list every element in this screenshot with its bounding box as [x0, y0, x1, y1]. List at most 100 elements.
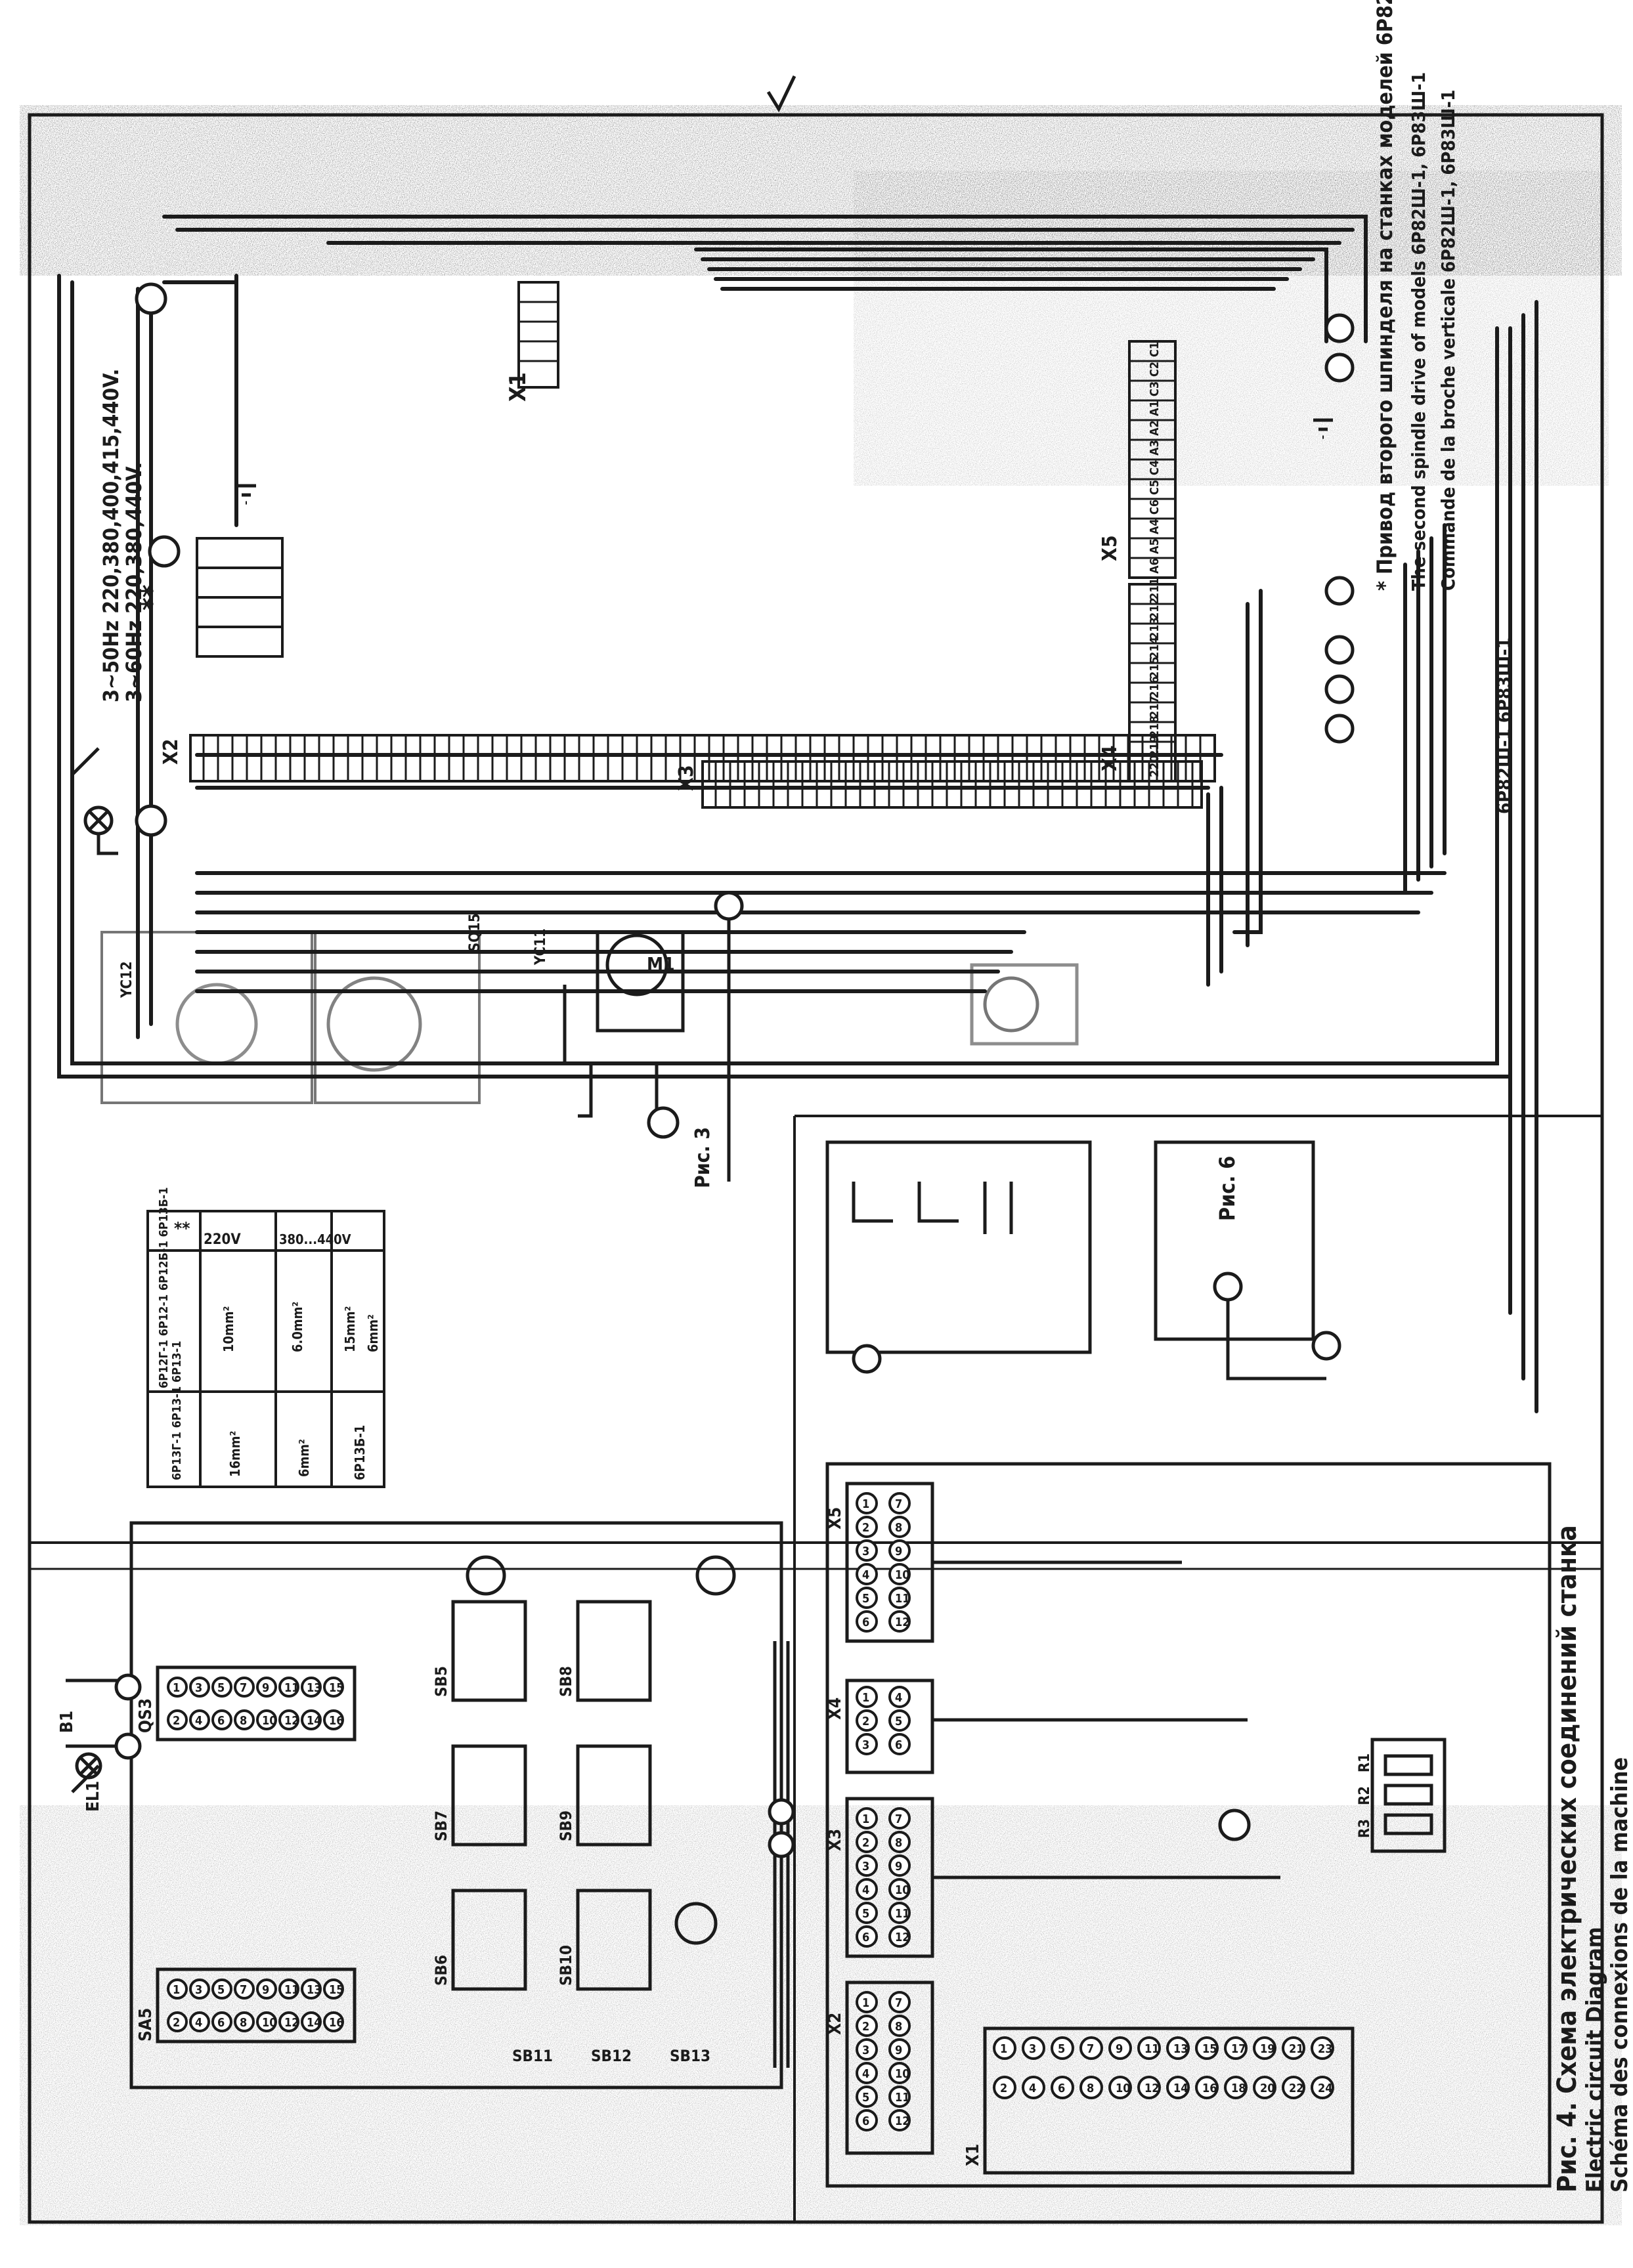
x3-terminal-circle — [888, 1902, 911, 1924]
x5-cell-label: A4 — [1148, 519, 1162, 534]
x3-terminal-circle — [856, 1831, 878, 1853]
qs3-terminal-number: 8 — [240, 1714, 247, 1728]
x3-terminal-circle — [888, 1925, 911, 1948]
x5-terminal-circle — [888, 1539, 911, 1562]
button-sb11-label: SB11 — [512, 2047, 553, 2065]
switch-qs3-label: QS3 — [136, 1698, 156, 1733]
x5-terminal-circle-number: 10 — [895, 1568, 910, 1582]
sa5-terminal-number: 12 — [284, 2016, 299, 2030]
x2-terminal-circle — [856, 2062, 878, 2084]
x1-terminal-circle-number: 10 — [1116, 2082, 1131, 2095]
x5-cell-label: C3 — [1148, 381, 1162, 396]
sa5-terminal-number: 13 — [307, 1983, 322, 1997]
note-models: 6P82Ш-1 6P83Ш-1 — [1493, 637, 1515, 814]
x3-terminal-circle — [856, 1925, 878, 1948]
sa5-terminal-number: 14 — [307, 2016, 322, 2030]
caption-title: Рис. 4. Схема электрических соединений с… — [1552, 1525, 1582, 2193]
sa5-terminal — [301, 2011, 322, 2032]
valve-yc11-label: YC11 — [533, 928, 549, 966]
x5-cell-label: A5 — [1148, 538, 1162, 554]
cable-table — [146, 1210, 385, 1488]
x1-terminal-circle-number: 19 — [1260, 2042, 1275, 2056]
sa5-terminal-number: 9 — [262, 1983, 269, 1997]
table-header-220: 220V — [204, 1231, 241, 1248]
check-mark-icon — [766, 75, 796, 113]
sa5-terminal — [278, 1979, 299, 2000]
x5-terminal-circle — [856, 1610, 878, 1633]
x5-terminal-circle-number: 9 — [895, 1545, 902, 1558]
qs3-terminal-number: 6 — [217, 1714, 225, 1728]
x5-terminal-circle-number: 3 — [862, 1545, 869, 1558]
x5-cell-label: C4 — [1148, 460, 1162, 475]
x4-terminal-circle-number: 4 — [895, 1691, 902, 1705]
x1-terminal-circle-number: 8 — [1087, 2082, 1094, 2095]
x5-cell-label: C1 — [1148, 342, 1162, 357]
x2-terminal-circle — [888, 2086, 911, 2108]
bottom-strip-terminals: 1234567891011121234561234567891011121234… — [856, 1492, 1334, 2131]
qs3-terminal-number: 1 — [173, 1681, 180, 1695]
sa5-terminal — [323, 1979, 344, 2000]
x1-terminal-circle — [1224, 2036, 1248, 2060]
x5-terminal-circle — [888, 1516, 911, 1538]
qs3-terminal-number: 2 — [173, 1714, 180, 1728]
bottom-strip-x5: X5 — [825, 1507, 845, 1530]
left-control-panel — [66, 1521, 795, 2089]
sa5-terminal-number: 1 — [173, 1983, 180, 1997]
qs3-terminal-number: 3 — [195, 1681, 202, 1695]
supply-voltage-line-2: 3~60Hz 220,380,440V. — [121, 462, 146, 702]
x3-terminal-circle — [856, 1854, 878, 1877]
x1-terminal-circle-number: 22 — [1289, 2082, 1304, 2095]
x2-label: X2 — [160, 738, 183, 765]
x4-label: X4 — [1099, 745, 1121, 771]
x3-terminal-circle-number: 8 — [895, 1836, 902, 1850]
x1-terminal-circle-number: 14 — [1173, 2082, 1188, 2095]
button-sb8-label: SB8 — [557, 1666, 575, 1697]
x4-cell-label: 215 — [1148, 656, 1162, 679]
x3-label: X3 — [675, 765, 698, 791]
x4-cell-label: 220 — [1148, 755, 1162, 777]
x2-terminal-circle — [856, 1991, 878, 2013]
x4-cell-label: 218 — [1148, 716, 1162, 738]
sa5-terminal-number: 15 — [329, 1983, 344, 1997]
x1-terminal-circle — [993, 2076, 1016, 2099]
x2-terminal-circle-number: 4 — [862, 2067, 869, 2081]
switch-sq15-label: SQ15 — [467, 913, 483, 952]
x1-terminal-circle-number: 13 — [1173, 2042, 1188, 2056]
x5-terminal-circle — [856, 1563, 878, 1585]
x1-terminal-circle-number: 20 — [1260, 2082, 1275, 2095]
qs3-terminal-number: 4 — [195, 1714, 202, 1728]
sa5-terminal — [234, 1979, 255, 2000]
sa5-terminal — [189, 1979, 210, 2000]
x2-terminal-circle — [856, 2015, 878, 2037]
resistor-r2: R2 — [1357, 1786, 1373, 1805]
sa5-terminal-number: 11 — [284, 1983, 299, 1997]
qs3-terminal — [256, 1677, 277, 1698]
x1-terminal-circle — [1022, 2076, 1045, 2099]
x2-terminal-circle — [888, 1991, 911, 2013]
x3-terminal-circle-number: 9 — [895, 1860, 902, 1873]
x3-terminal-circle-number: 4 — [862, 1883, 869, 1897]
qs3-terminal — [301, 1677, 322, 1698]
x1-terminal-circle-number: 18 — [1231, 2082, 1246, 2095]
button-labels: SB5 SB7 SB6 SB8 SB9 SB10 SB11 SB12 SB13 — [432, 1666, 710, 2065]
table-row-2-380: 6mm² — [296, 1439, 312, 1477]
sheet-frame — [28, 113, 1604, 2224]
x1-terminal-circle — [1108, 2036, 1132, 2060]
qs3-terminal — [211, 1677, 232, 1698]
ref-fig6: Рис. 6 — [1215, 1156, 1240, 1221]
x3-terminal-circle — [888, 1807, 911, 1829]
x1-terminal-circle — [1224, 2076, 1248, 2099]
supply-circles — [135, 282, 1355, 921]
resistor-r1: R1 — [1357, 1753, 1373, 1772]
x5-cell-label: A1 — [1148, 400, 1162, 416]
button-sb13-label: SB13 — [670, 2047, 710, 2065]
x3-terminal-circle-number: 7 — [895, 1812, 902, 1826]
qs3-terminal — [167, 1677, 188, 1698]
x3-terminal-circle — [888, 1854, 911, 1877]
qs3-terminal-number: 11 — [284, 1681, 299, 1695]
bottom-strip-x3: X3 — [825, 1829, 845, 1851]
qs3-terminal — [278, 1677, 299, 1698]
x3-terminal-circle-number: 1 — [862, 1812, 869, 1826]
sa5-terminal-number: 4 — [195, 2016, 202, 2030]
table-row-1-models: 6P12Г-1 6P12-1 6P12Б-1 6P13Б-1 — [157, 1187, 171, 1388]
